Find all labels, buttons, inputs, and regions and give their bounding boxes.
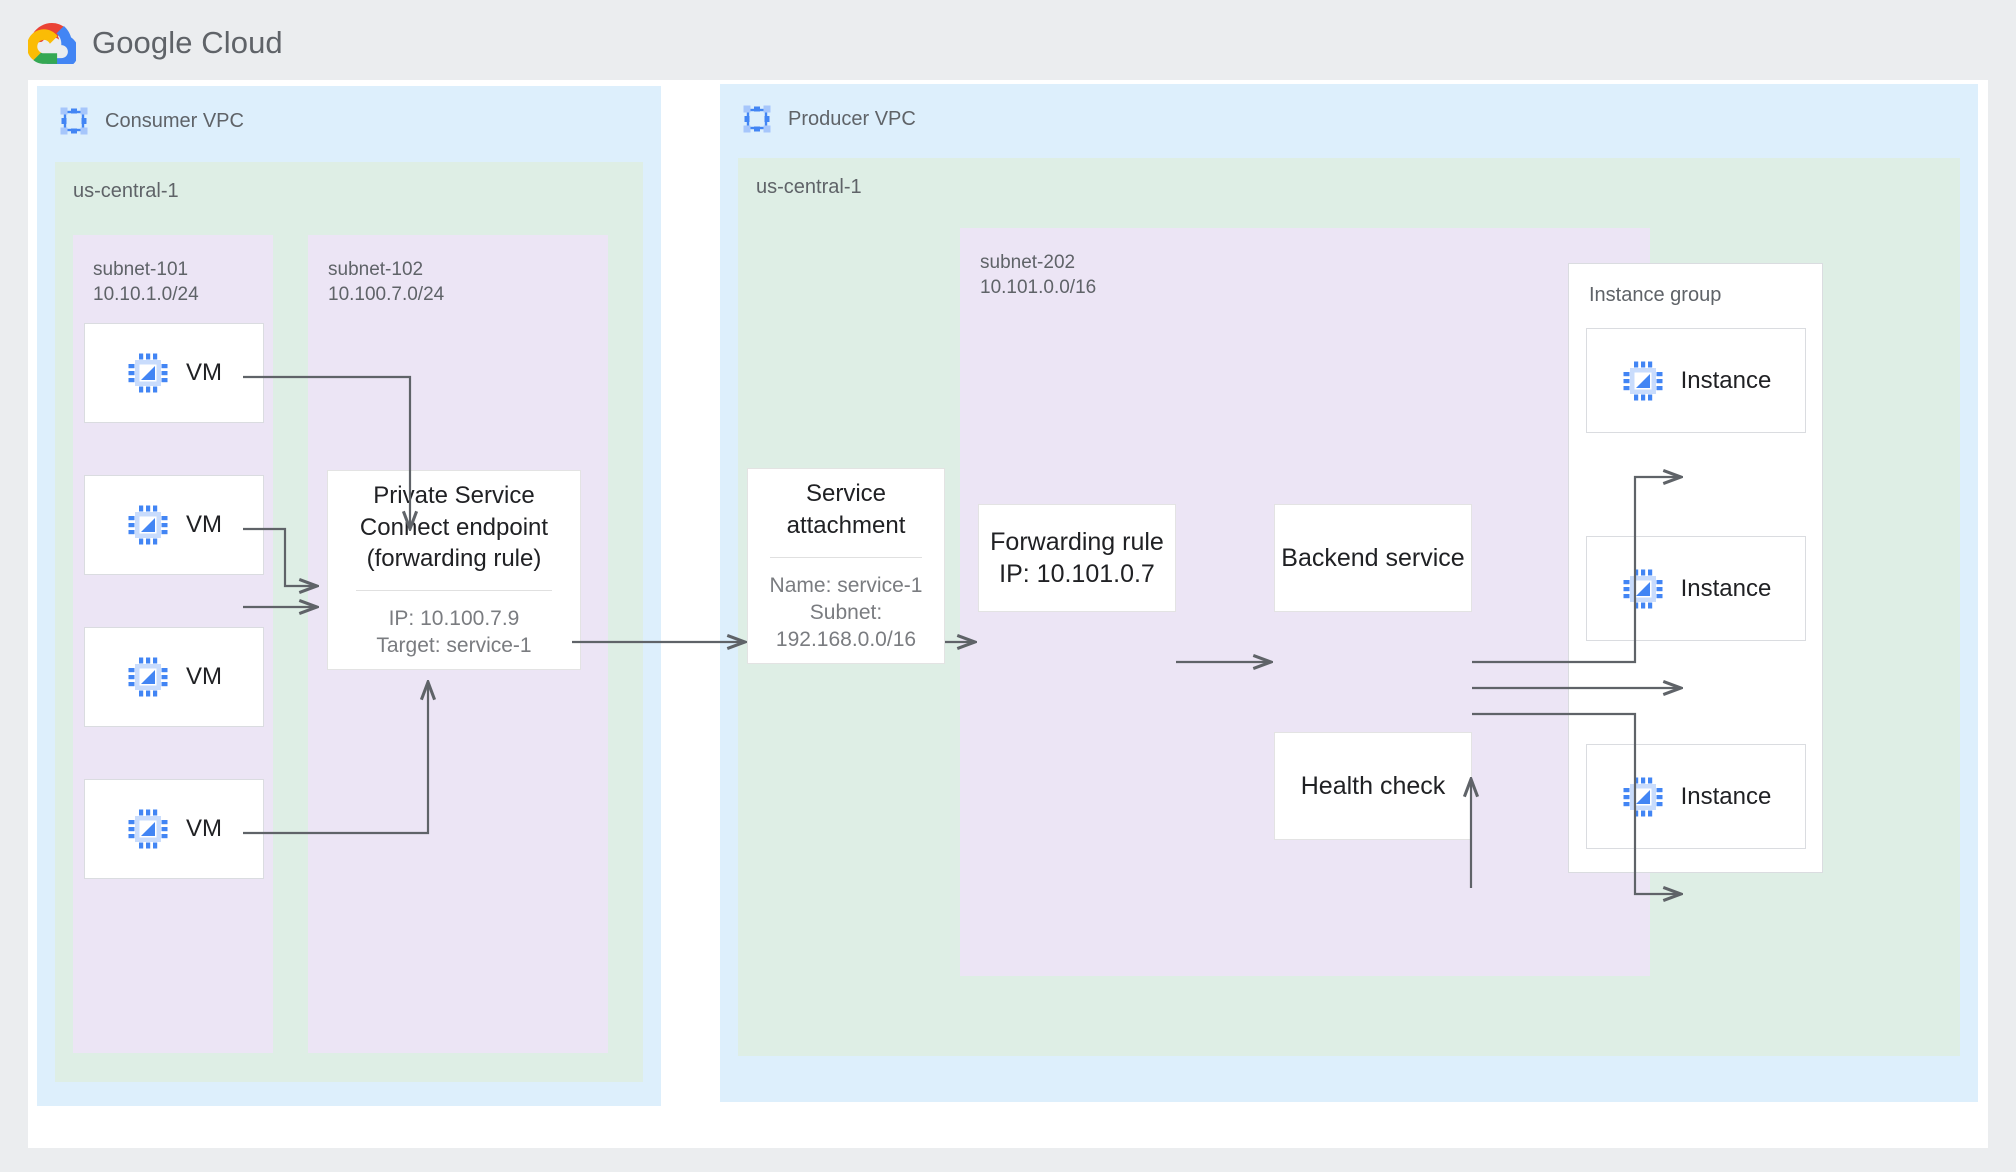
vm-node-3[interactable]: VM — [84, 627, 264, 727]
instance-label: Instance — [1680, 366, 1772, 394]
service-attachment-card[interactable]: Service attachment Name: service-1 Subne… — [747, 468, 945, 664]
chip-icon — [1623, 777, 1663, 816]
chip-icon — [128, 809, 168, 849]
vpc-icon — [743, 105, 771, 133]
producer-vpc-header: Producer VPC — [742, 104, 916, 134]
instance-label: Instance — [1680, 574, 1772, 602]
vm-node-4[interactable]: VM — [84, 779, 264, 879]
google-cloud-logo-icon — [28, 23, 76, 64]
card-divider — [769, 556, 923, 558]
instance-group-container: Instance group — [1568, 263, 1823, 873]
health-check-card[interactable]: Health check — [1274, 732, 1472, 840]
chip-icon — [1623, 361, 1663, 400]
service-attachment-title: Service attachment — [786, 480, 906, 539]
vm-node-1[interactable]: VM — [84, 323, 264, 423]
instance-node-2[interactable]: Instance — [1586, 536, 1806, 641]
instance-label: Instance — [1680, 782, 1772, 810]
backend-service-title: Backend service — [1281, 543, 1465, 572]
backend-service-card[interactable]: Backend service — [1274, 504, 1472, 612]
chip-icon — [128, 657, 168, 697]
card-divider — [355, 589, 553, 591]
consumer-vpc-header: Consumer VPC — [59, 106, 244, 136]
instance-node-1[interactable]: Instance — [1586, 328, 1806, 433]
vm-label: VM — [186, 359, 222, 386]
vm-label: VM — [186, 663, 222, 690]
chip-icon — [128, 505, 168, 545]
producer-region-label: us-central-1 — [756, 176, 862, 198]
health-check-title: Health check — [1300, 771, 1446, 800]
psc-endpoint-card[interactable]: Private Service Connect endpoint (forwar… — [327, 470, 581, 670]
brand-name: Google Cloud — [92, 25, 283, 60]
vm-node-2[interactable]: VM — [84, 475, 264, 575]
producer-vpc-title: Producer VPC — [788, 107, 916, 130]
psc-endpoint-details: IP: 10.100.7.9 Target: service-1 — [376, 606, 532, 658]
instance-node-3[interactable]: Instance — [1586, 744, 1806, 849]
vpc-icon — [60, 107, 88, 135]
instance-group-label: Instance group — [1589, 284, 1722, 306]
consumer-region-label: us-central-1 — [73, 180, 179, 202]
service-attachment-details: Name: service-1 Subnet: 192.168.0.0/16 — [769, 573, 923, 652]
forwarding-rule-title: Forwarding rule IP: 10.101.0.7 — [990, 527, 1164, 589]
chip-icon — [128, 353, 168, 393]
psc-endpoint-title: Private Service Connect endpoint (forwar… — [359, 482, 549, 572]
vm-label: VM — [186, 815, 222, 842]
consumer-vpc-title: Consumer VPC — [105, 109, 244, 132]
forwarding-rule-card[interactable]: Forwarding rule IP: 10.101.0.7 — [978, 504, 1176, 612]
vm-label: VM — [186, 511, 222, 538]
brand-header: Google Cloud — [28, 22, 283, 64]
chip-icon — [1623, 569, 1663, 608]
